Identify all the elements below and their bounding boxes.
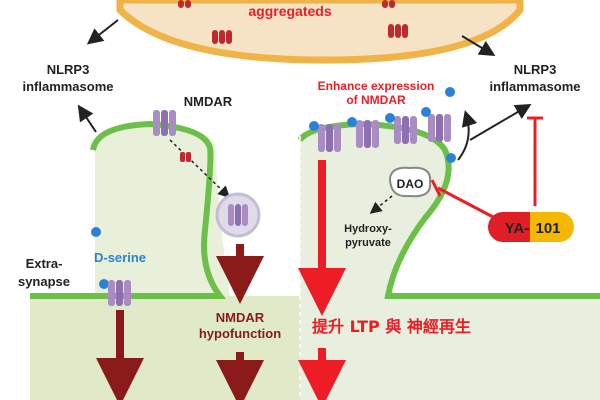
right-cytoplasm-region (300, 296, 600, 400)
nlrp3-left-line2: inflammasome (22, 79, 113, 94)
ya101-drug-pill (488, 212, 574, 242)
left-postsynaptic-membrane (30, 120, 227, 299)
ya101-part1: YA- (505, 220, 529, 237)
aggregate-protein-icon (382, 0, 395, 8)
dserine-dot (421, 107, 431, 117)
dao-label: DAO (397, 177, 424, 191)
aggregate-protein-icon (212, 30, 232, 44)
nlrp3-right-line2: inflammasome (489, 79, 580, 94)
nmdar-receptor-icon (153, 110, 176, 136)
extrasynaptic-nmdar-icon (108, 280, 131, 306)
extrasynapse-line1: Extra- (26, 256, 63, 271)
dserine-dot (385, 113, 395, 123)
dserine-label: D-serine (94, 250, 146, 265)
aggregate-protein-icon (180, 152, 191, 162)
nlrp3-left-line1: NLRP3 (47, 62, 90, 77)
hydroxy-line2: pyruvate (345, 237, 391, 249)
aggregate-vesicle (116, 0, 524, 64)
aggregate-protein-icon (388, 24, 408, 38)
arrow-membrane-to-nlrp3 (77, 104, 97, 133)
ya101-part2: 101 (535, 220, 560, 237)
ltp-neuroregeneration-label: 提升 LTP 與 神經再生 (312, 317, 471, 336)
internalized-nmdar-icon (228, 204, 248, 226)
nmdar-label: NMDAR (184, 94, 233, 109)
dserine-dot (347, 117, 357, 127)
arrow-to-nlrp3-left (86, 19, 119, 45)
dserine-dot (445, 87, 455, 97)
hydroxy-line1: Hydroxy- (344, 223, 392, 235)
dao-product-arrow (369, 195, 393, 214)
arrow-to-nlrp3-right (461, 35, 496, 57)
extrasynapse-line2: synapse (18, 274, 70, 289)
dserine-dot (99, 279, 109, 289)
internalization-arrow (169, 139, 231, 199)
enhance-line2: of NMDAR (346, 93, 406, 107)
nmdar-receptor-icon (428, 114, 451, 142)
arrow-dao-to-nlrp3 (469, 103, 532, 141)
dserine-dot (91, 227, 101, 237)
dserine-recycle-arrow (457, 110, 478, 161)
dserine-dot (446, 153, 456, 163)
nmdar-receptor-icon (318, 124, 341, 152)
hypofunction-line2: hypofunction (199, 326, 281, 341)
aggregate-protein-icon (178, 0, 191, 8)
enhance-line1: Enhance expression (318, 79, 435, 93)
inhibit-dao-line (437, 186, 496, 220)
nmdar-receptor-icon (356, 120, 379, 148)
dao-enzyme (388, 166, 432, 198)
nmdar-receptor-icon (394, 116, 417, 144)
nlrp3-right-line1: NLRP3 (514, 62, 557, 77)
hypofunction-line1: NMDAR (216, 310, 265, 325)
aggregates-label: aggregateds (248, 3, 331, 19)
dserine-dot (309, 121, 319, 131)
